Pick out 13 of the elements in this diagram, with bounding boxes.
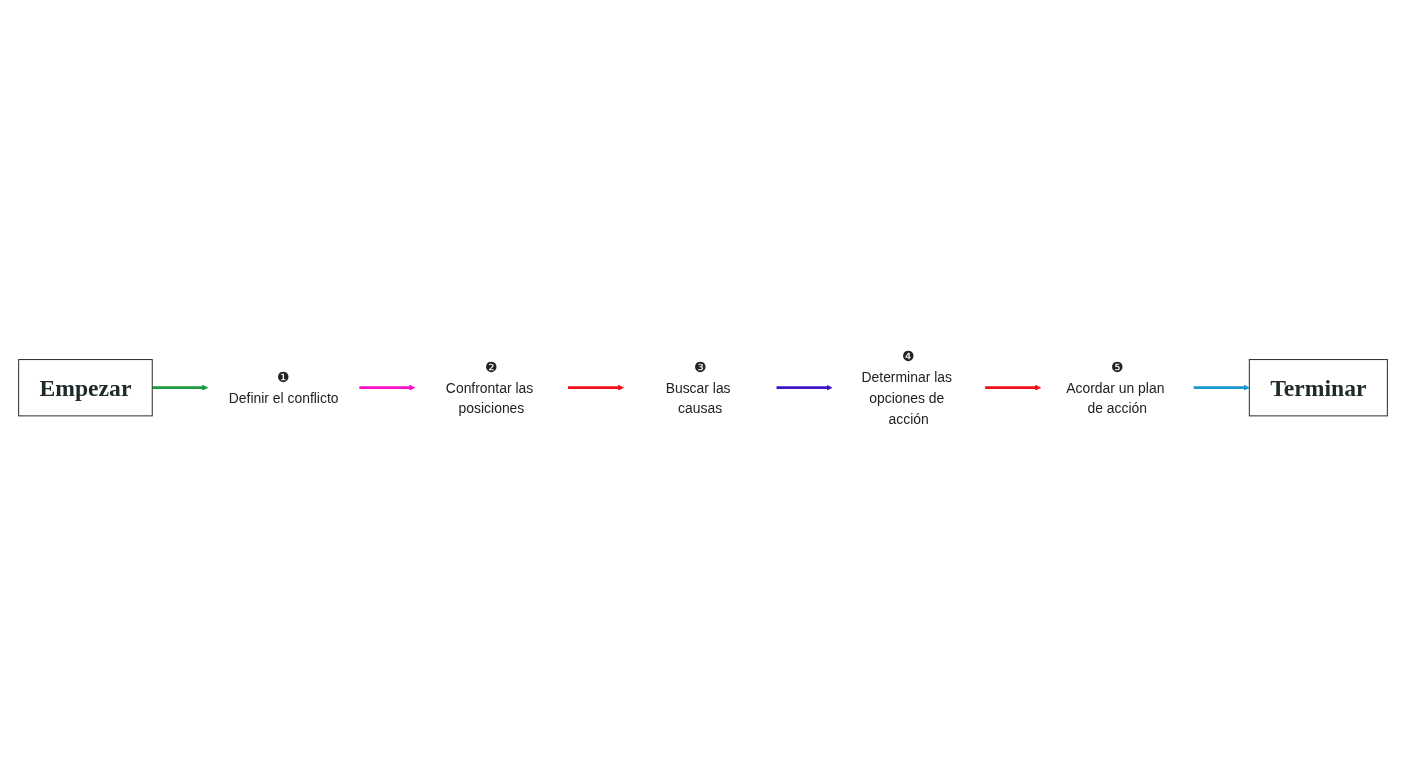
arrow (152, 384, 209, 391)
node-text: ❸ Buscar las causas (665, 358, 731, 416)
node-box: Empezar (18, 358, 153, 417)
arrow (567, 384, 624, 391)
node-text: ❹ Determinar las opciones de acción (861, 348, 952, 427)
arrow (359, 384, 416, 391)
node-box: Terminar (1248, 358, 1388, 417)
arrow (985, 384, 1042, 391)
node-text: ❺ Acordar un plan de acción (1066, 358, 1165, 416)
arrow (1193, 384, 1250, 391)
arrow (776, 384, 833, 391)
node-text: ❶ Definir el conflicto (228, 369, 339, 406)
node-text: ❷ Confrontar las posiciones (445, 358, 534, 416)
